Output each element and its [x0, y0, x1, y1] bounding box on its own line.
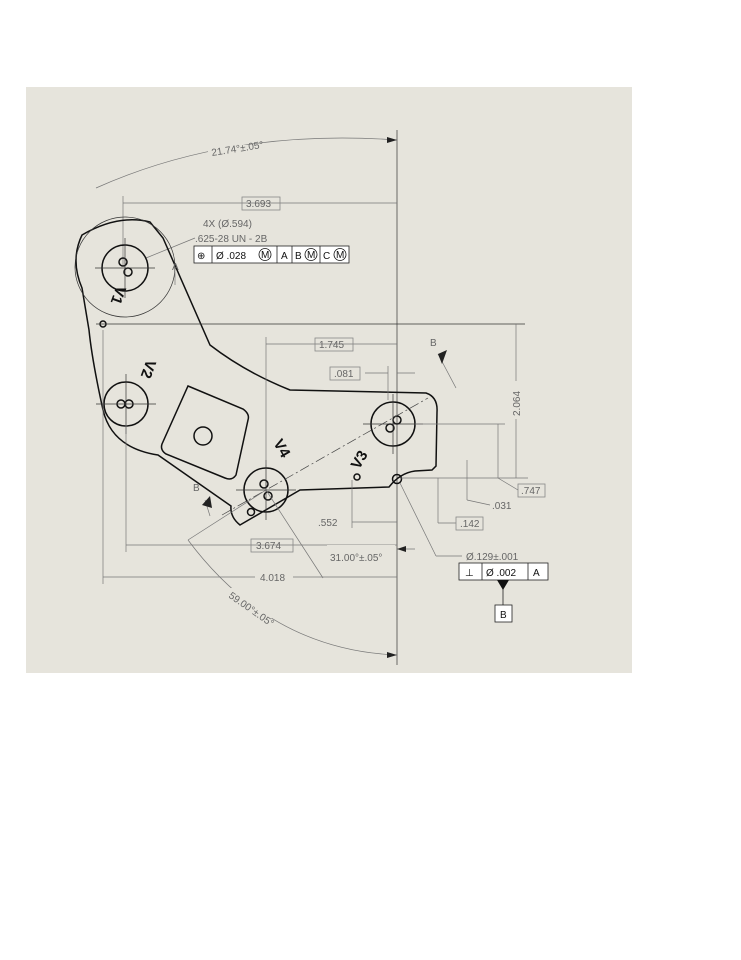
dim-747-box — [517, 483, 546, 498]
top-angle-arrow — [387, 137, 397, 143]
dim-2064-label: 2.064 — [512, 391, 523, 416]
hole-callout-line2: .625-28 UN - 2B — [195, 234, 268, 245]
dim-142-label: .142 — [460, 519, 480, 530]
position-tolerance: Ø .028 — [216, 251, 246, 262]
dim-747-label: .747 — [521, 486, 541, 497]
v3-label: V3 — [348, 448, 372, 472]
small-hole-mid — [353, 473, 361, 481]
part-outline — [75, 219, 438, 526]
perp-symbol: ⊥ — [465, 568, 474, 579]
hole-callout-line1: 4X (Ø.594) — [203, 219, 252, 230]
top-angle-bg — [208, 145, 290, 159]
position-modifier: M — [261, 250, 269, 261]
perp-datum: A — [533, 568, 540, 579]
angle31-arrowhead — [397, 546, 406, 552]
v1-large-circle — [74, 216, 176, 318]
dim-2064-bg — [509, 381, 524, 419]
position-datum-c: C — [323, 251, 330, 262]
dim-3693-box — [241, 196, 281, 211]
position-modifier-circle — [258, 248, 272, 261]
hole-callout-leader — [145, 237, 196, 259]
dim-4018-bg — [255, 570, 293, 584]
section-a-label: A — [172, 262, 179, 273]
position-symbol: ⊕ — [197, 251, 205, 262]
small-hole-leader — [399, 482, 437, 557]
sheet-background — [26, 87, 632, 673]
dim-081-box — [329, 366, 361, 381]
dim-4018-label: 4.018 — [260, 573, 285, 584]
v4-v3-centerline — [221, 397, 429, 516]
dim-1745-label: 1.745 — [319, 340, 344, 351]
bottom-angle-bg — [225, 588, 295, 618]
perpendicularity-frame: ⊥ Ø .002 A — [458, 562, 549, 581]
datum-hole — [391, 473, 403, 485]
small-hole-v4 — [246, 507, 256, 517]
v4-hole — [236, 460, 296, 520]
position-tolerance-frame: ⊕ Ø .028 M A B M C M — [193, 245, 350, 264]
dim-031-leader — [466, 499, 491, 506]
angle31-ray — [265, 489, 324, 579]
perp-tolerance: Ø .002 — [486, 568, 516, 579]
section-b-lower-arrow — [202, 496, 212, 508]
position-datum-c-mod: M — [336, 250, 344, 261]
dim-142-box — [455, 516, 484, 531]
angle31-bg — [327, 545, 395, 560]
v2-label: V2 — [137, 357, 159, 380]
section-b-lower-label: B — [193, 483, 200, 494]
dim-747-leader — [497, 477, 519, 491]
position-datum-c-circle — [333, 248, 347, 261]
position-datum-b-mod: M — [307, 250, 315, 261]
v1-label: V1 — [107, 283, 129, 306]
bottom-angle-arrow — [387, 652, 397, 658]
bottom-angle-arc — [187, 539, 398, 656]
dim-3693-label: 3.693 — [246, 199, 271, 210]
position-datum-a: A — [281, 251, 288, 262]
datum-b-label: B — [500, 610, 507, 621]
dim-1745-box — [314, 337, 354, 352]
position-datum-b-circle — [304, 248, 318, 261]
v1-hole — [95, 238, 155, 298]
small-hole-diameter: Ø.129±.001 — [466, 552, 519, 563]
dim-552-label: .552 — [318, 518, 338, 529]
pocket-hole — [193, 426, 213, 446]
dim-031-label: .031 — [492, 501, 512, 512]
dim-3674-box — [250, 538, 294, 553]
dim-3674-label: 3.674 — [256, 541, 281, 552]
section-b-upper-label: B — [430, 338, 437, 349]
position-datum-b: B — [295, 251, 302, 262]
datum-b-box — [494, 604, 513, 623]
dim-081-label: .081 — [334, 369, 354, 380]
bottom-angle-ray — [187, 489, 267, 541]
datum-b-triangle — [497, 580, 509, 590]
angle31-label: 31.00°±.05° — [330, 553, 382, 564]
inner-pocket — [160, 385, 250, 480]
section-b-upper-arrow — [438, 350, 447, 364]
